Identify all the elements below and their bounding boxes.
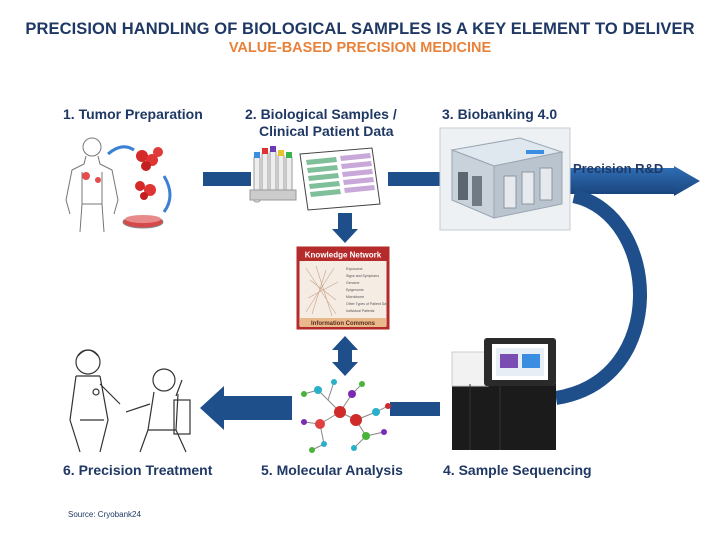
kn-item-1: Signs and Symptoms — [346, 274, 379, 278]
source-note: Source: Cryobank24 — [68, 510, 141, 519]
knowledge-network-box: Knowledge Network Exposome Signs and Sym… — [296, 246, 390, 330]
step-5-label: 5. Molecular Analysis — [261, 462, 403, 478]
step-2-label-line-2: Clinical Patient Data — [259, 123, 394, 139]
doctor-patient-illustration — [69, 349, 191, 453]
kn-item-5: Other Types of Patient Data — [346, 302, 389, 306]
molecular-network-illustration — [301, 379, 391, 453]
arrow-2-to-3 — [388, 172, 440, 186]
step-1-label: 1. Tumor Preparation — [63, 106, 203, 122]
kn-item-3: Epigenome — [346, 288, 364, 292]
biobank-facility-illustration — [439, 127, 571, 231]
biological-samples-illustration — [249, 146, 381, 211]
curve-arrow-3-to-4 — [554, 189, 647, 405]
tumor-preparation-illustration — [65, 137, 172, 233]
knowledge-network-footer: Information Commons — [311, 321, 376, 327]
knowledge-network-title: Knowledge Network — [305, 251, 382, 260]
sequencer-illustration — [451, 338, 556, 450]
arrow-1-to-2 — [203, 172, 251, 186]
kn-item-0: Exposome — [346, 267, 363, 271]
precision-rd-arrow — [570, 166, 700, 196]
precision-rd-label: Precision R&D — [573, 161, 664, 176]
step-6-label: 6. Precision Treatment — [63, 462, 213, 478]
kn-item-4: Microbiome — [346, 295, 364, 299]
step-4-label: 4. Sample Sequencing — [443, 462, 592, 478]
arrow-down-to-knowledge — [332, 213, 358, 243]
title-line-1: PRECISION HANDLING OF BIOLOGICAL SAMPLES… — [25, 20, 695, 38]
kn-item-6: Individual Patients — [346, 309, 375, 313]
kn-item-2: Genome — [346, 281, 359, 285]
step-2-label-line-1: 2. Biological Samples / — [245, 106, 397, 122]
arrow-4-to-5 — [390, 402, 440, 416]
title-line-2: VALUE-BASED PRECISION MEDICINE — [228, 40, 492, 56]
arrow-5-to-6 — [200, 386, 292, 430]
double-arrow-knowledge-molecular — [332, 336, 358, 376]
step-3-label: 3. Biobanking 4.0 — [442, 106, 558, 122]
